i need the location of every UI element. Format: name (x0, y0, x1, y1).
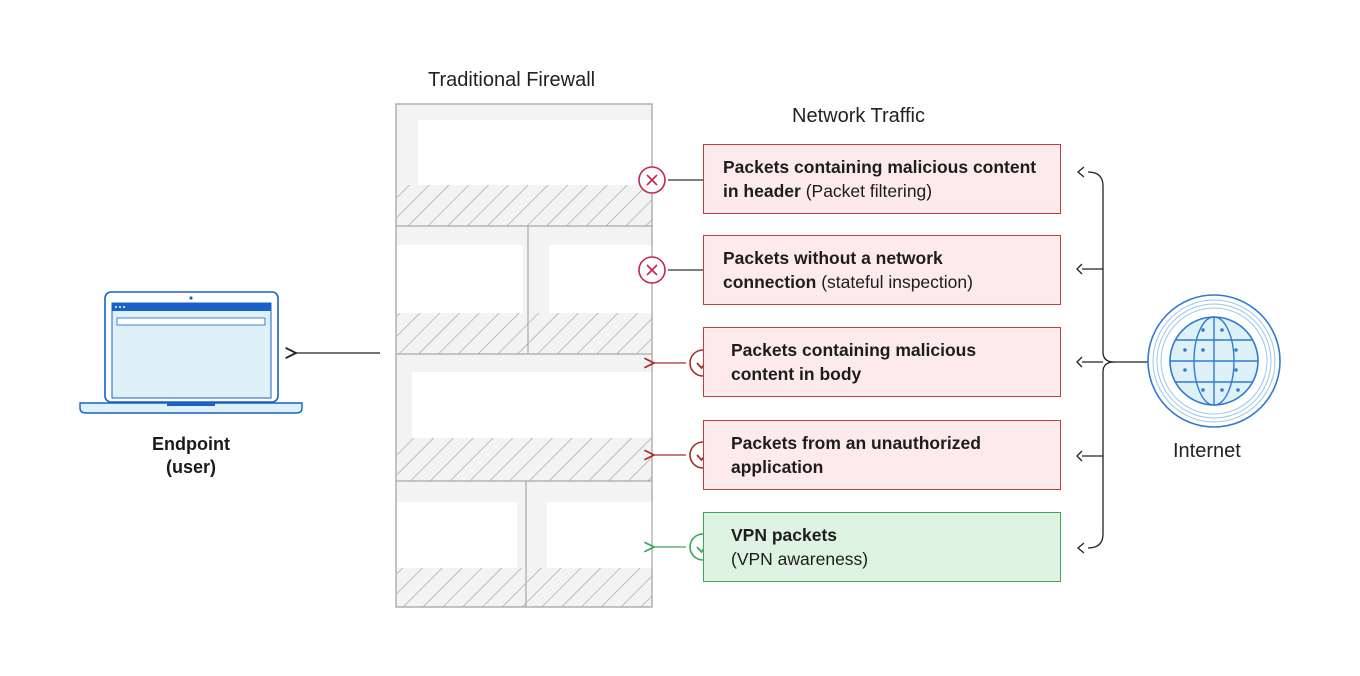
traffic-item-note: (Packet filtering) (805, 181, 933, 201)
traffic-item-bold: Packets from an unauthorized application (731, 433, 981, 477)
firewall-wall (395, 103, 653, 608)
traffic-item-unauthorized-app: Packets from an unauthorized application (703, 420, 1061, 490)
internet-bracket (1076, 166, 1148, 554)
traffic-item-body-malicious: Packets containing malicious content in … (703, 327, 1061, 397)
blocked-x-icon (638, 166, 666, 194)
traffic-item-bold: Packets containing malicious content in … (723, 157, 1037, 201)
traffic-item-header-malicious: Packets containing malicious content in … (703, 144, 1061, 214)
traffic-item-bold: Packets containing malicious content in … (731, 340, 977, 384)
traffic-item-note: (stateful inspection) (821, 272, 973, 292)
laptop-icon (79, 291, 303, 414)
endpoint-label: Endpoint (user) (121, 433, 261, 479)
globe-icon (1147, 294, 1281, 428)
firewall-title: Traditional Firewall (428, 69, 596, 91)
traffic-item-bold: VPN packets (731, 525, 838, 545)
traffic-item-bold: Packets without a network connection (723, 248, 943, 292)
endpoint-role: (user) (165, 457, 216, 477)
internet-label: Internet (1173, 440, 1241, 462)
traffic-item-note: (VPN awareness) (731, 549, 869, 569)
endpoint-name: Endpoint (152, 434, 230, 454)
traffic-item-vpn: VPN packets (VPN awareness) (703, 512, 1061, 582)
blocked-x-icon (638, 256, 666, 284)
network-traffic-title: Network Traffic (792, 105, 925, 127)
traffic-item-no-connection: Packets without a network connection (st… (703, 235, 1061, 305)
